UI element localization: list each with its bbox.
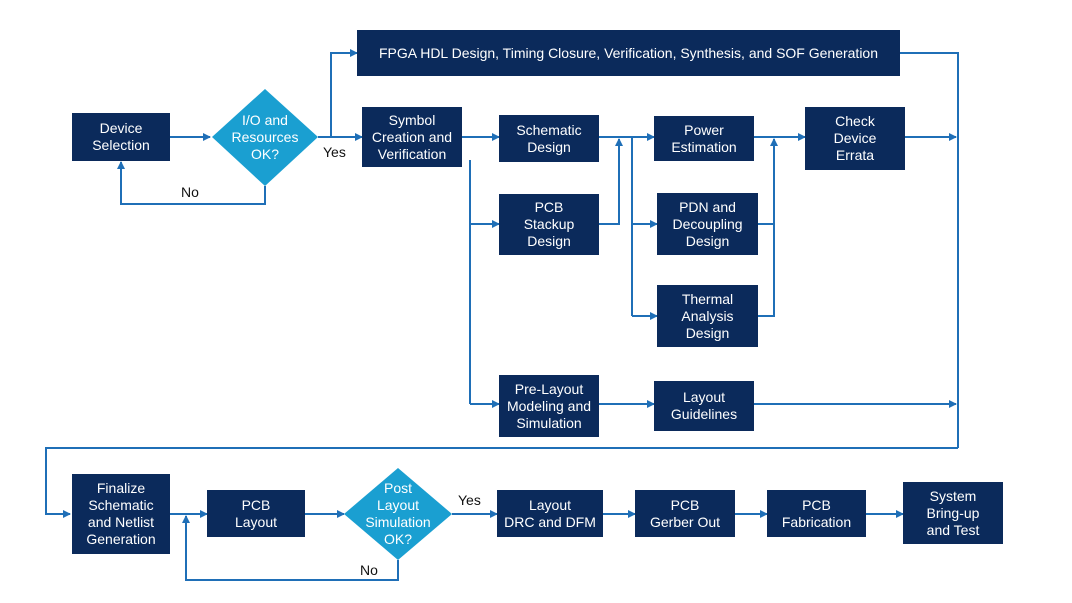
post-layout-label: Post Layout Simulation OK? <box>365 480 431 547</box>
edge-pdn-thermal-up <box>758 139 774 317</box>
post-decision-shape <box>344 468 452 560</box>
edge-to-fpga <box>330 49 358 137</box>
edge-post-no-loop <box>182 515 399 581</box>
symbol-creation-box: Symbol Creation and Verification <box>362 107 462 167</box>
pre-layout-box: Pre-Layout Modeling and Simulation <box>499 375 599 437</box>
thermal-analysis-box: Thermal Analysis Design <box>657 285 758 347</box>
fpga-hdl-box: FPGA HDL Design, Timing Closure, Verific… <box>357 30 900 76</box>
no-label-1: No <box>181 184 199 200</box>
edge-stackup-up <box>599 138 623 225</box>
layout-drc-box: Layout DRC and DFM <box>497 490 603 537</box>
edge-io-no-loop <box>117 161 266 205</box>
edge-down-to-finalize <box>45 447 958 518</box>
layout-guidelines-box: Layout Guidelines <box>654 381 754 431</box>
bring-up-box: System Bring-up and Test <box>903 482 1003 544</box>
io-resources-decision: I/O and Resources OK? <box>212 89 318 186</box>
gerber-out-box: PCB Gerber Out <box>635 490 735 537</box>
no-label-2: No <box>360 562 378 578</box>
check-errata-box: Check Device Errata <box>805 107 905 170</box>
pcb-stackup-box: PCB Stackup Design <box>499 194 599 255</box>
schematic-design-box: Schematic Design <box>499 115 599 162</box>
yes-label-2: Yes <box>458 492 481 508</box>
io-resources-label: I/O and Resources OK? <box>231 112 299 162</box>
pcb-layout-box: PCB Layout <box>207 490 305 537</box>
finalize-schematic-box: Finalize Schematic and Netlist Generatio… <box>72 474 170 554</box>
post-layout-decision: Post Layout Simulation OK? <box>344 468 452 560</box>
device-selection-box: Device Selection <box>72 113 170 161</box>
power-estimation-box: Power Estimation <box>654 116 754 161</box>
yes-label-1: Yes <box>323 144 346 160</box>
pdn-decoupling-box: PDN and Decoupling Design <box>657 193 758 255</box>
pcb-fabrication-box: PCB Fabrication <box>767 490 866 537</box>
edge-fpga-right <box>900 52 959 448</box>
io-decision-shape <box>212 89 318 186</box>
